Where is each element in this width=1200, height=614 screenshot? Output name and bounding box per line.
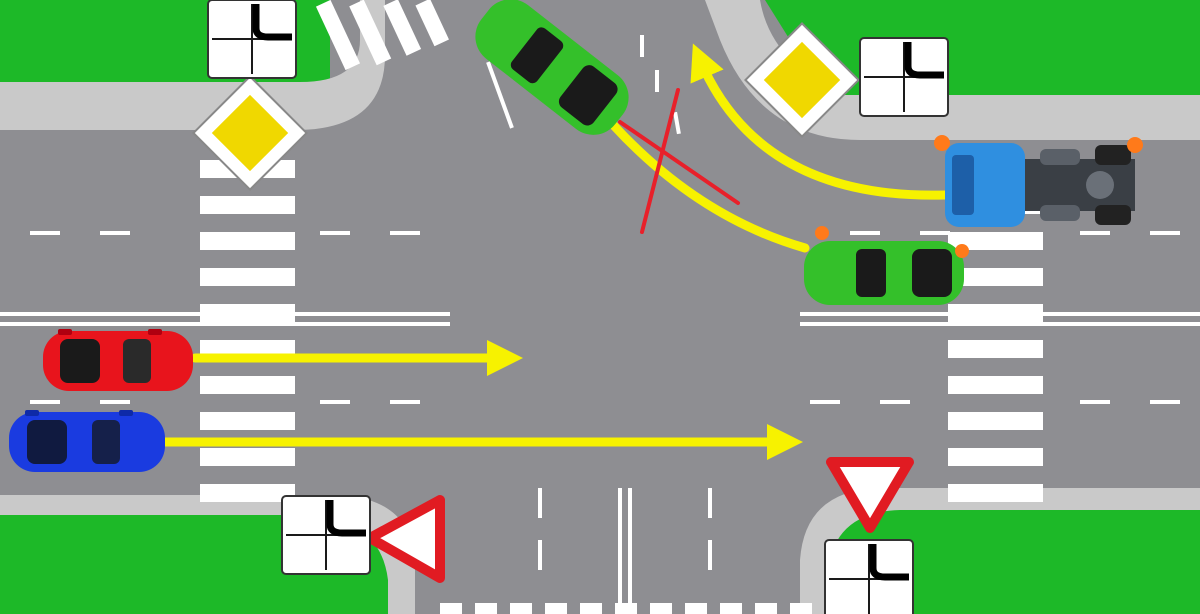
green-car-icon [804,226,969,305]
turn-signal-icon [1127,137,1143,153]
intersection-layout-plate-icon [860,38,948,116]
green-car-turn-path [595,105,810,253]
cross-mark-icon [618,88,740,234]
yield-sign-icon [365,495,445,583]
intersection-layout-plate-icon [825,540,913,614]
path-arrows [160,43,950,460]
truck-left-turn-arrow [690,43,950,200]
red-car-icon [43,329,193,391]
crosswalk-top [315,0,449,71]
green-car-icon [475,0,629,135]
priority-road-sign-icon [192,75,308,191]
blue-truck-icon [934,135,1143,227]
intersection-layout-plate-icon [208,0,296,78]
turn-signal-icon [934,135,950,151]
turn-signal-icon [815,226,829,240]
yield-sign-icon [826,457,914,533]
intersection-layout-plate-icon [282,496,370,574]
priority-road-sign-icon [744,22,860,138]
blue-car-icon [9,410,165,472]
turn-signal-icon [955,244,969,258]
